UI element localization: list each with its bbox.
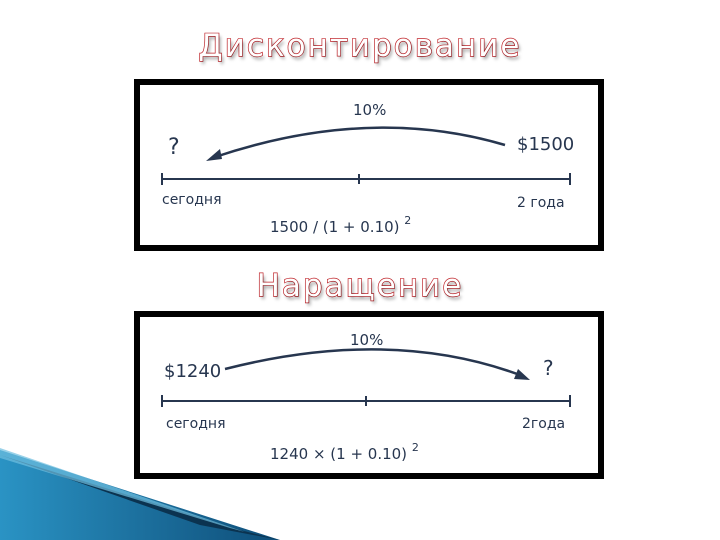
- discount-arrow-arc: [214, 126, 506, 159]
- compound-unknown-label: ?: [543, 356, 554, 380]
- compound-formula-base: 1240 × (1 + 0.10): [270, 445, 407, 463]
- compound-arrow-head: [514, 369, 530, 380]
- compounding-panel-inner: 10% $1240 ? сегодня 2года 1240 × (1 + 0.…: [138, 315, 600, 475]
- discount-formula-base: 1500 / (1 + 0.10): [270, 218, 400, 236]
- discounting-diagram: 10% ? $1500 сегодня 2 года 1500 / (1 + 0…: [161, 101, 574, 236]
- compound-start-label: сегодня: [166, 416, 226, 432]
- discount-end-label: 2 года: [517, 195, 565, 211]
- compounding-diagram: 10% $1240 ? сегодня 2года 1240 × (1 + 0.…: [161, 331, 571, 463]
- discount-start-label: сегодня: [162, 192, 222, 208]
- compounding-panel: 10% $1240 ? сегодня 2года 1240 × (1 + 0.…: [134, 311, 604, 479]
- discount-formula: 1500 / (1 + 0.10) 2: [270, 214, 411, 236]
- compound-rate-label: 10%: [350, 331, 383, 349]
- title-compounding: Наращение: [256, 267, 464, 304]
- compound-end-label: 2года: [522, 416, 565, 432]
- discount-formula-exp: 2: [404, 214, 411, 227]
- discount-unknown-label: ?: [168, 135, 180, 160]
- discount-rate-label: 10%: [353, 101, 386, 119]
- discounting-panel-inner: 10% ? $1500 сегодня 2 года 1500 / (1 + 0…: [138, 83, 600, 247]
- compound-formula-exp: 2: [412, 441, 419, 454]
- compound-formula: 1240 × (1 + 0.10) 2: [270, 441, 419, 463]
- discounting-panel: 10% ? $1500 сегодня 2 года 1500 / (1 + 0…: [134, 79, 604, 251]
- compound-present-value: $1240: [164, 361, 221, 382]
- discount-future-value: $1500: [517, 134, 574, 155]
- title-discounting: Дисконтирование: [198, 27, 522, 64]
- discount-arrow-head: [206, 149, 222, 161]
- compound-arrow-arc: [224, 348, 521, 377]
